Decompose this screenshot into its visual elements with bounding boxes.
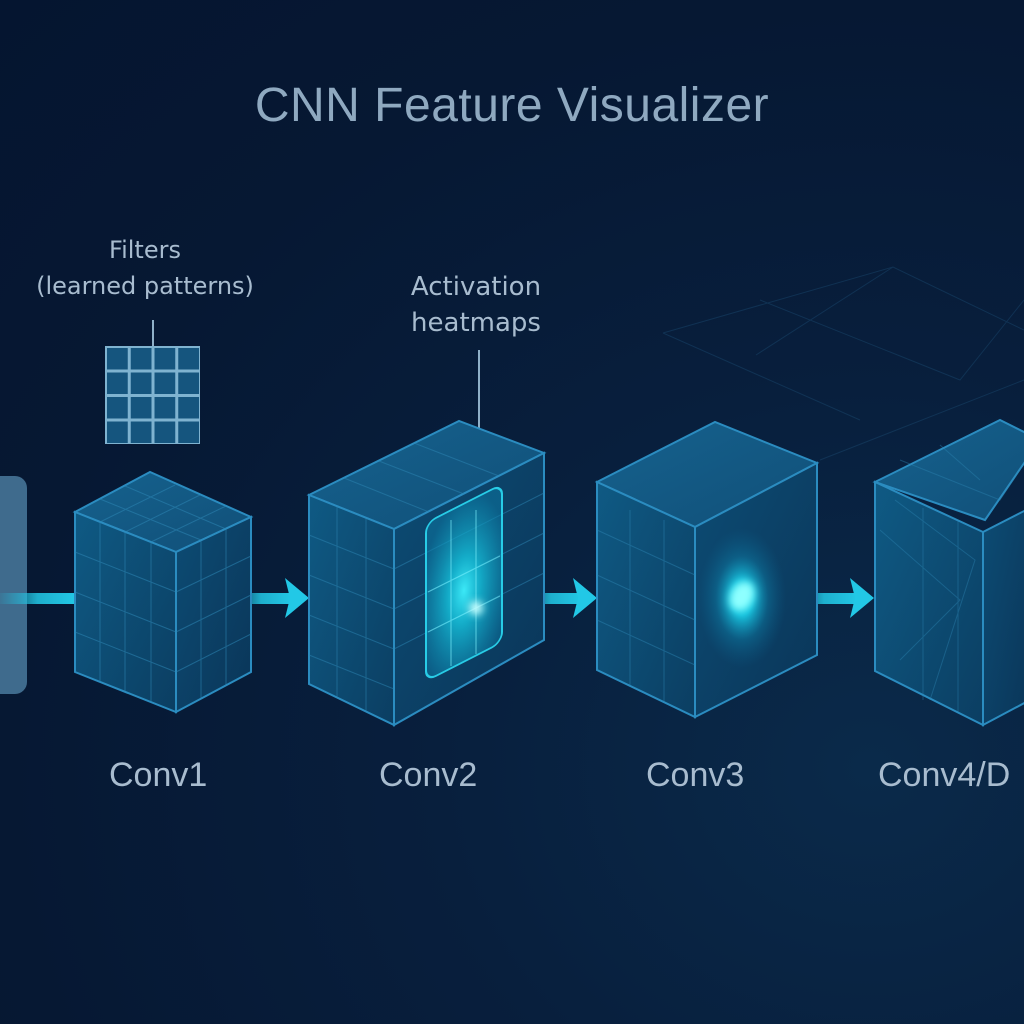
layer-label-conv1: Conv1: [109, 756, 208, 794]
filters-annotation-subtitle: (learned patterns): [36, 272, 254, 300]
filter-grid: [105, 320, 200, 444]
conv1-grid: [74, 484, 252, 702]
filter-cell: [154, 372, 176, 394]
background-network-lines: [662, 266, 1024, 461]
arrow-conv1-conv2: [230, 578, 309, 618]
layer-label-conv3: Conv3: [646, 756, 745, 794]
filter-cell: [178, 397, 199, 419]
activation-annotation: Activation heatmaps: [386, 269, 566, 341]
filter-cell: [107, 397, 128, 419]
filter-cell: [130, 397, 152, 419]
filters-annotation-title: Filters: [109, 236, 181, 264]
page-title: CNN Feature Visualizer: [254, 79, 770, 132]
filter-cell: [130, 372, 152, 394]
filter-cell: [178, 348, 199, 370]
conv4-block: [872, 418, 1024, 727]
filters-annotation: Filters (learned patterns): [20, 232, 270, 304]
filter-cell: [107, 372, 128, 394]
activation-annotation-line2: heatmaps: [411, 308, 541, 338]
filter-cell: [130, 421, 152, 443]
conv2-block: [306, 350, 547, 727]
filter-cell: [154, 421, 176, 443]
filter-cell: [107, 348, 128, 370]
filter-cell: [154, 397, 176, 419]
layer-label-conv2: Conv2: [379, 756, 478, 794]
conv1-block: [72, 470, 254, 714]
conv2-activation-heatmap: [425, 486, 503, 679]
arrow-conv2-conv3: [520, 578, 597, 618]
filter-cell: [130, 348, 152, 370]
filter-cell: [178, 372, 199, 394]
filter-cell: [178, 421, 199, 443]
activation-annotation-line1: Activation: [410, 272, 542, 302]
conv3-block: [594, 420, 820, 719]
arrow-input-conv1: [0, 593, 75, 604]
filter-cell: [107, 421, 128, 443]
input-layer: [0, 476, 27, 694]
filter-cell: [154, 348, 176, 370]
layer-label-conv4: Conv4/D: [878, 756, 1011, 794]
arrow-conv3-conv4: [790, 578, 874, 618]
